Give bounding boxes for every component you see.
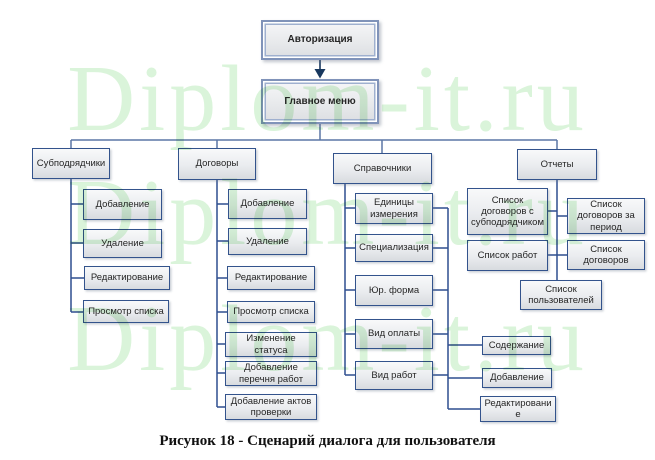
node-con-delete: Удаление [228, 228, 307, 255]
node-dir-worktype: Вид работ [355, 361, 433, 390]
node-con-view: Просмотр списка [227, 301, 315, 323]
node-con-edit: Редактирование [227, 266, 315, 290]
node-main-menu: Главное меню [261, 79, 379, 124]
node-rep-works: Список работ [467, 240, 548, 271]
node-sub-edit: Редактирование [84, 266, 170, 290]
node-dir-spec: Специализация [355, 234, 433, 262]
node-dir-legal: Юр. форма [355, 275, 433, 306]
node-con-status: Изменение статуса [225, 332, 317, 357]
node-dir-payment: Вид оплаты [355, 319, 433, 349]
node-sub-add: Добавление [83, 189, 162, 220]
node-authorization: Авторизация [261, 20, 379, 60]
node-contracts: Договоры [178, 148, 256, 180]
node-con-add: Добавление [228, 189, 307, 219]
node-rep-contracts-period: Список договоров за период [567, 198, 645, 234]
node-rep-contracts: Список договоров [567, 240, 645, 270]
node-directories: Справочники [333, 153, 432, 184]
figure-caption: Рисунок 18 - Сценарий диалога для пользо… [159, 433, 496, 449]
node-dir-edit: Редактирование [480, 396, 556, 422]
node-subcontractors: Субподрядчики [32, 148, 110, 179]
node-con-worklist: Добавление перечня работ [225, 361, 317, 386]
node-dir-add: Добавление [482, 368, 552, 388]
node-dir-content: Содержание [482, 336, 551, 355]
node-reports: Отчеты [517, 149, 597, 180]
node-con-acts: Добавление актов проверки [225, 394, 317, 420]
node-sub-delete: Удаление [83, 229, 162, 258]
node-dir-units: Единицы измерения [355, 193, 433, 224]
node-rep-users: Список пользователей [520, 280, 602, 310]
node-rep-contracts-sub: Список договоров с субподрядчиком [467, 188, 548, 235]
node-sub-view: Просмотр списка [83, 300, 169, 323]
